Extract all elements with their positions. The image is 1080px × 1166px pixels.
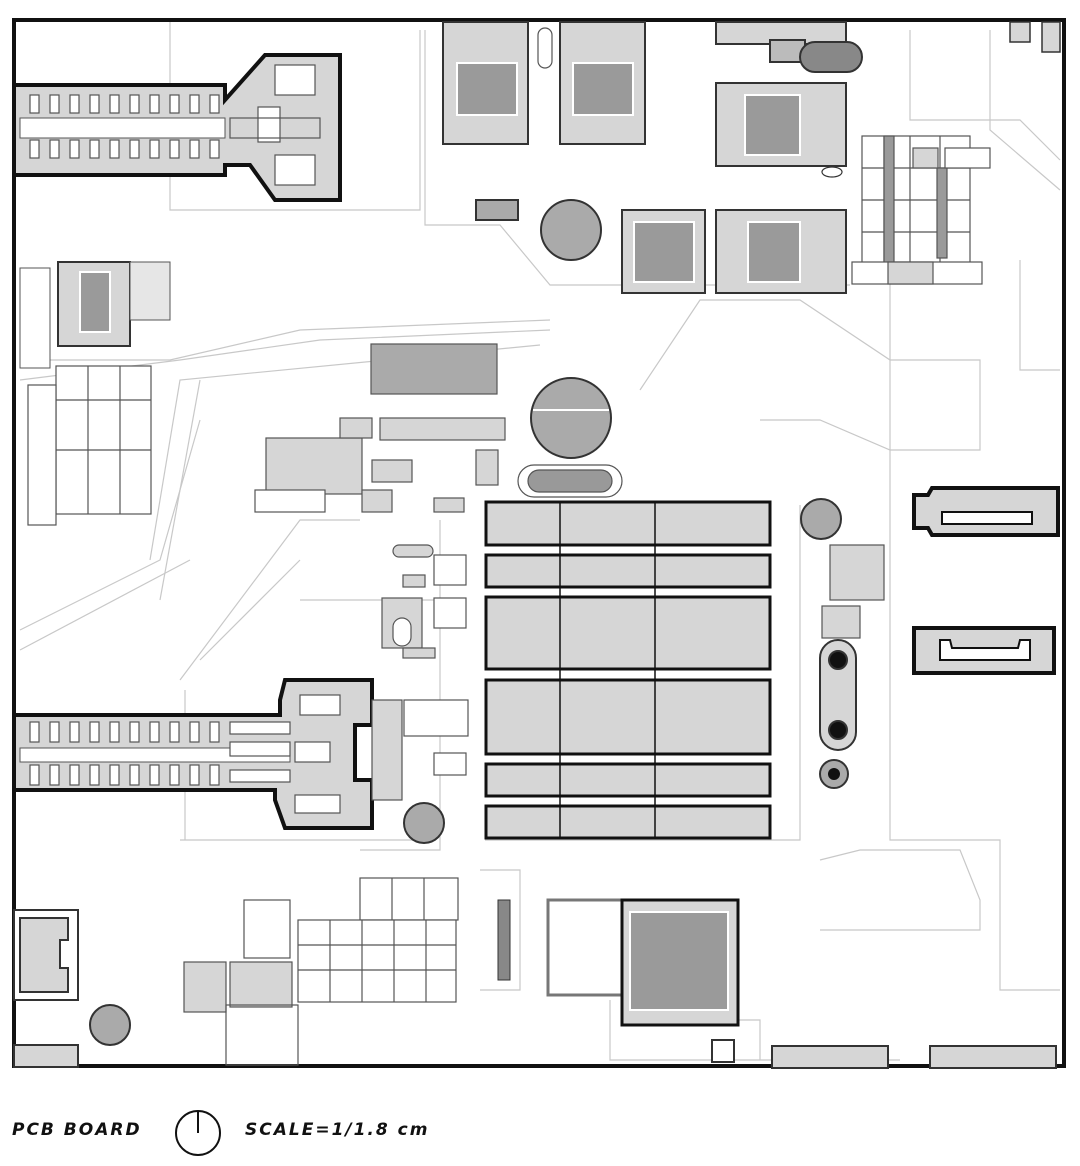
trace-lines <box>19 20 1061 1061</box>
resistor-array-top-right <box>851 135 991 285</box>
smd-array-bottom <box>183 877 459 1066</box>
slot-connector-top <box>12 53 342 202</box>
power-packages-top <box>442 21 863 294</box>
corner-parts-top-right <box>1009 21 1061 53</box>
power-module-bottom <box>497 898 740 1027</box>
smd-cluster-center-left <box>254 343 623 801</box>
edge-headers-bottom <box>711 1039 1057 1069</box>
round-capacitor-icon <box>89 199 842 1046</box>
connector-right-lower <box>912 626 1056 675</box>
connector-right-upper <box>912 486 1060 537</box>
connector-bottom-left <box>13 909 79 1068</box>
transformer-left <box>19 261 171 369</box>
board-outline <box>12 18 1066 1068</box>
caption-title: PCB BOARD <box>12 1120 142 1140</box>
compass-circle-icon <box>175 1110 221 1156</box>
mounting-slot-right <box>819 544 885 789</box>
slot-connector-bottom <box>12 678 374 830</box>
caption-scale: SCALE=1/1.8 cm <box>245 1120 430 1140</box>
diode-array-left <box>27 365 152 526</box>
ram-chip-grid <box>484 500 772 840</box>
